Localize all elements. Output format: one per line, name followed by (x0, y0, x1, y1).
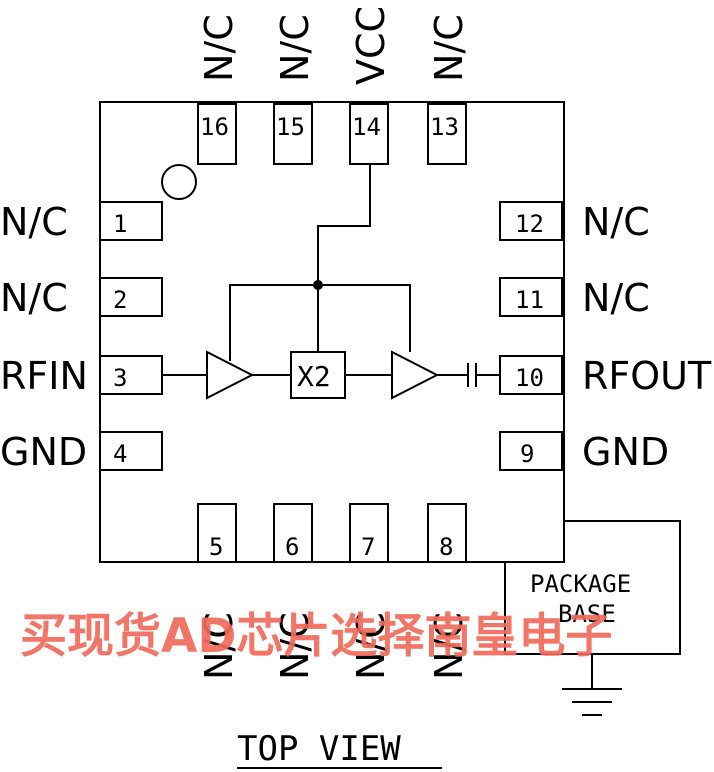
pin-number: 16 (200, 113, 229, 141)
view-label: TOP VIEW (237, 729, 401, 769)
package-body (99, 101, 565, 563)
pin-number: 6 (285, 533, 299, 561)
pin-number: 15 (276, 113, 305, 141)
pin-2: 2 N/C (0, 276, 163, 320)
pin-name: N/C (197, 612, 241, 680)
pin-4: 4 GND (0, 430, 163, 474)
pin-number: 7 (361, 533, 375, 561)
pin-name: N/C (197, 14, 241, 82)
input-amplifier (206, 350, 255, 400)
pin-number: 1 (113, 210, 127, 238)
output-amplifier (391, 350, 440, 400)
pin-6: 6 N/C (273, 503, 317, 680)
package-label-line2: BASE (558, 600, 616, 628)
pin-name: RFIN (0, 354, 88, 398)
pin-name: N/C (273, 14, 317, 82)
pin-5: 5 N/C (197, 503, 241, 680)
pin-13: 13 N/C (427, 14, 471, 165)
pin-name: N/C (427, 14, 471, 82)
pin-8: 8 N/C (427, 503, 471, 680)
pin-name: N/C (273, 612, 317, 680)
pin-number: 5 (209, 533, 223, 561)
pin-15: 15 N/C (273, 14, 317, 165)
pin-name: N/C (582, 276, 650, 320)
pin-16: 16 N/C (197, 14, 241, 165)
bias-bus (229, 284, 411, 361)
pin-3: 3 RFIN (0, 354, 163, 398)
pin-name: N/C (0, 276, 68, 320)
pin-number: 8 (439, 533, 453, 561)
pin-number: 2 (113, 286, 127, 314)
pin-number: 10 (515, 364, 544, 392)
vcc-trace (317, 164, 371, 285)
multiplier-label: X2 (297, 360, 331, 393)
pin-name: GND (582, 430, 669, 474)
package-base (504, 520, 681, 716)
pin-number: 14 (352, 113, 381, 141)
pin-name: GND (0, 430, 87, 474)
pin-name: N/C (427, 612, 471, 680)
pin-number: 3 (113, 364, 127, 392)
pin-12: 12 N/C (499, 200, 650, 244)
package-label-line1: PACKAGE (530, 570, 631, 598)
pin-number: 9 (520, 440, 534, 468)
pin-number: 13 (430, 113, 459, 141)
junction-dot (313, 280, 323, 290)
pin-name: N/C (0, 200, 68, 244)
pin-14: 14 VCC (349, 6, 393, 165)
pin-10: 10 RFOUT (499, 354, 712, 398)
pin-name: N/C (349, 612, 393, 680)
pin-9: 9 GND (499, 430, 669, 474)
pin-number: 11 (515, 286, 544, 314)
pin1-marker (161, 164, 197, 200)
pin-11: 11 N/C (499, 276, 650, 320)
pin-number: 4 (113, 440, 127, 468)
pin-1: 1 N/C (0, 200, 163, 244)
watermark-text: 买现货AD芯片选择南皇电子 (20, 609, 612, 664)
pin-7: 7 N/C (349, 503, 393, 680)
pin-name: RFOUT (582, 354, 712, 398)
pin-number: 12 (515, 210, 544, 238)
pin-name: VCC (349, 6, 393, 85)
pin-name: N/C (582, 200, 650, 244)
internal-circuit (162, 164, 500, 400)
